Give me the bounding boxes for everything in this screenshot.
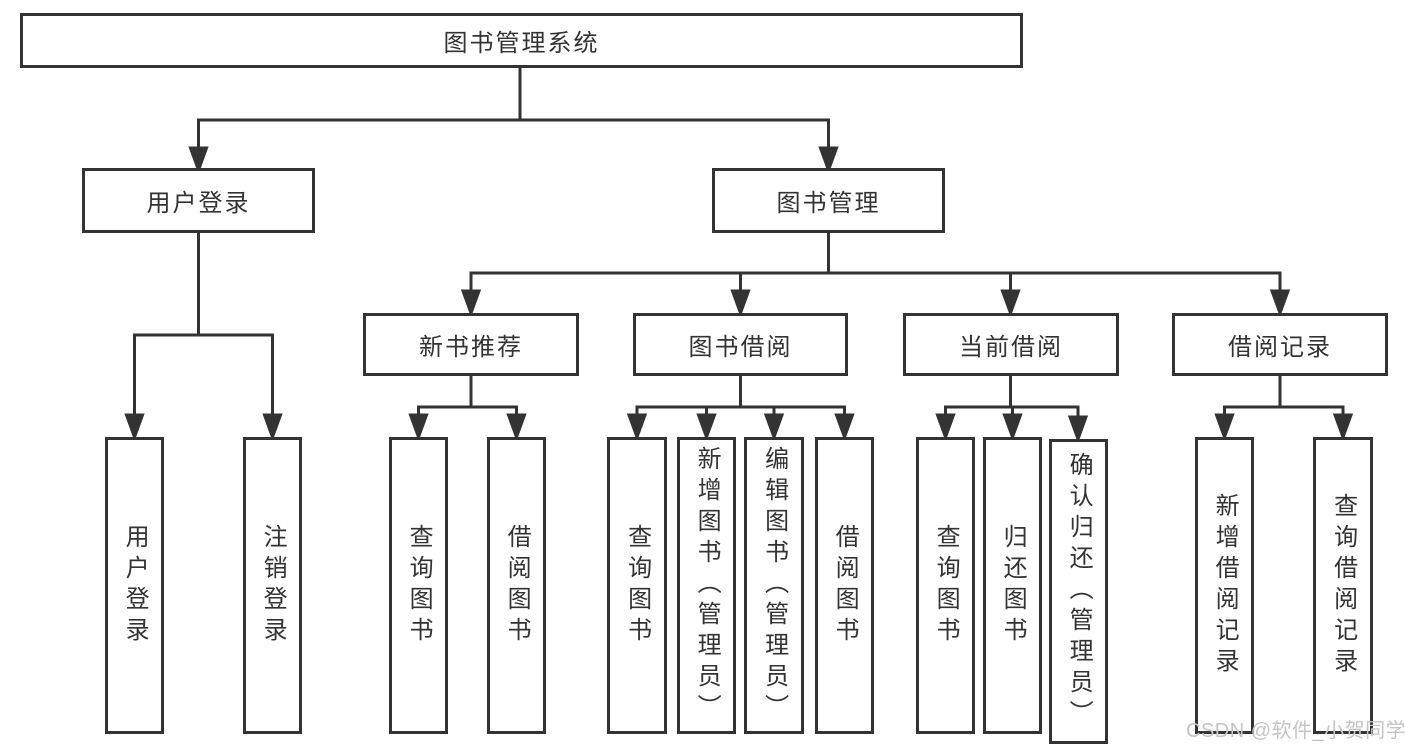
- leaf-borrow-add-books-admin: 新增图书（管理员）: [677, 437, 736, 734]
- watermark-text: CSDN @软件_小贺同学: [1186, 720, 1405, 742]
- leaf-current-confirm-return-admin: 确认归还（管理员）: [1049, 439, 1108, 744]
- leaf-borrow-borrow-books: 借阅图书: [815, 437, 874, 734]
- node-user-login: 用户登录: [82, 168, 315, 233]
- leaf-borrow-edit-books-admin: 编辑图书（管理员）: [744, 437, 804, 734]
- node-book-borrow: 图书借阅: [633, 313, 848, 376]
- leaf-current-return-books-label: 归还图书: [999, 523, 1027, 648]
- leaf-current-return-books: 归还图书: [983, 437, 1042, 734]
- leaf-logout-label: 注销登录: [259, 523, 287, 648]
- leaf-records-add-record: 新增借阅记录: [1195, 437, 1254, 734]
- leaf-newbook-query-books: 查询图书: [389, 437, 448, 734]
- node-book-management: 图书管理: [712, 168, 945, 233]
- leaf-records-add-record-label: 新增借阅记录: [1211, 492, 1239, 679]
- leaf-current-confirm-return-admin-label: 确认归还（管理员）: [1065, 452, 1093, 731]
- leaf-user-login-label: 用户登录: [121, 523, 149, 648]
- leaf-current-query-books: 查询图书: [916, 437, 975, 734]
- leaf-current-query-books-label: 查询图书: [932, 523, 960, 648]
- node-current-borrow: 当前借阅: [903, 313, 1119, 376]
- leaf-newbook-borrow-books: 借阅图书: [487, 437, 546, 734]
- node-new-book-recommend: 新书推荐: [363, 313, 579, 376]
- node-root: 图书管理系统: [20, 13, 1023, 68]
- leaf-newbook-query-books-label: 查询图书: [405, 523, 433, 648]
- leaf-records-query-record: 查询借阅记录: [1313, 437, 1373, 734]
- leaf-borrow-add-books-admin-label: 新增图书（管理员）: [693, 446, 721, 725]
- node-borrow-records: 借阅记录: [1172, 313, 1388, 376]
- leaf-borrow-query-books-label: 查询图书: [623, 523, 651, 648]
- leaf-borrow-query-books: 查询图书: [607, 437, 667, 734]
- leaf-records-query-record-label: 查询借阅记录: [1329, 492, 1357, 679]
- leaf-newbook-borrow-books-label: 借阅图书: [503, 523, 531, 648]
- leaf-borrow-borrow-books-label: 借阅图书: [831, 523, 859, 648]
- leaf-logout: 注销登录: [243, 437, 302, 734]
- leaf-borrow-edit-books-admin-label: 编辑图书（管理员）: [760, 446, 788, 725]
- leaf-user-login: 用户登录: [105, 437, 164, 734]
